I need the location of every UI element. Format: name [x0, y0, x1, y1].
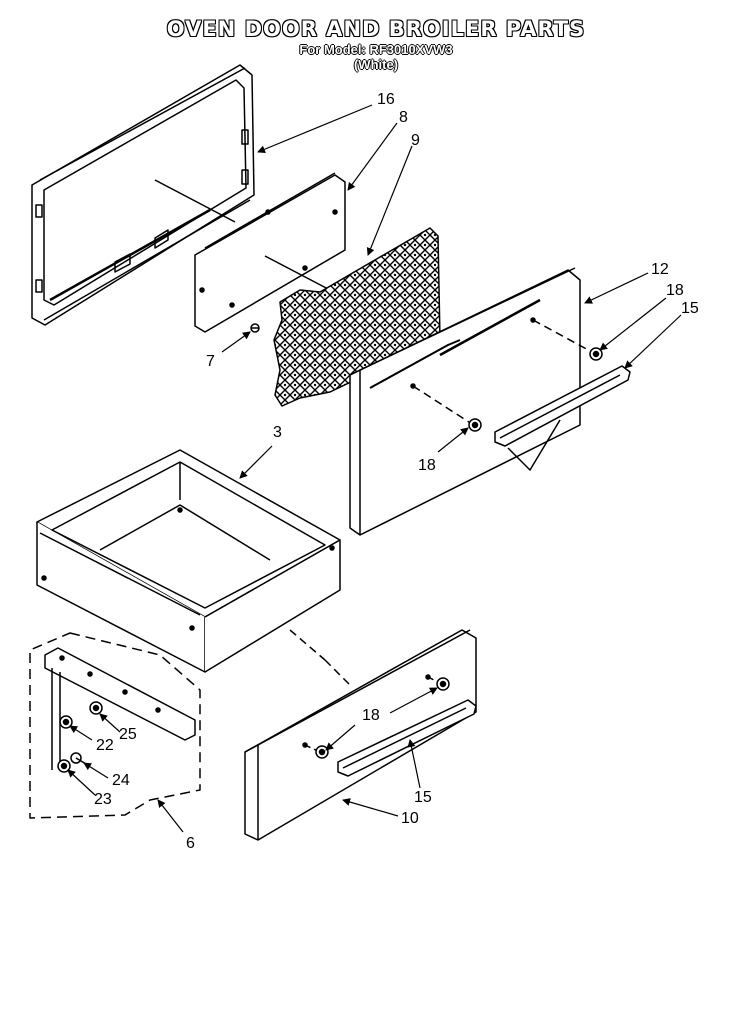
- callout-labels: 16 8 9 7 12 18 15 18 3 22 25 24 23 6 18 …: [94, 91, 699, 852]
- callout-7: 7: [206, 353, 215, 370]
- callout-18-upper-right: 18: [666, 282, 684, 299]
- callout-15-lower: 15: [414, 789, 432, 806]
- broiler-bracket-assembly-part: [29, 632, 201, 819]
- callout-16: 16: [377, 91, 395, 108]
- drawer-front-panel-part: [244, 629, 477, 841]
- outer-door-panel-part: [349, 267, 593, 536]
- callout-18-lower: 18: [362, 707, 380, 724]
- callout-9: 9: [411, 132, 420, 149]
- model-color: (White): [353, 57, 399, 72]
- callout-23: 23: [94, 791, 112, 808]
- callout-18-upper-left: 18: [418, 457, 436, 474]
- bracket-fasteners: [57, 701, 103, 773]
- callout-25: 25: [119, 726, 137, 743]
- handle-fastener-upper: [468, 347, 603, 432]
- callout-24: 24: [112, 772, 130, 789]
- callout-8: 8: [399, 109, 408, 126]
- door-handle-upper-part: [494, 365, 631, 471]
- callout-22: 22: [96, 737, 114, 754]
- callout-15-upper: 15: [681, 300, 699, 317]
- door-shield-plate-part: [194, 172, 346, 333]
- diagram-title: OVEN DOOR AND BROILER PARTS: [166, 17, 586, 41]
- drawer-handle-lower-part: [337, 699, 477, 777]
- callout-3: 3: [273, 424, 282, 441]
- callout-10: 10: [401, 810, 419, 827]
- leader-lines: [67, 104, 682, 833]
- model-number: For Model: RF3010XVW3: [299, 42, 453, 57]
- callout-6: 6: [186, 835, 195, 852]
- broiler-drawer-part: [36, 449, 351, 686]
- handle-fastener-lower: [315, 677, 450, 759]
- inner-door-frame-part: [31, 64, 255, 326]
- callout-12: 12: [651, 261, 669, 278]
- door-screw-part: [250, 323, 260, 333]
